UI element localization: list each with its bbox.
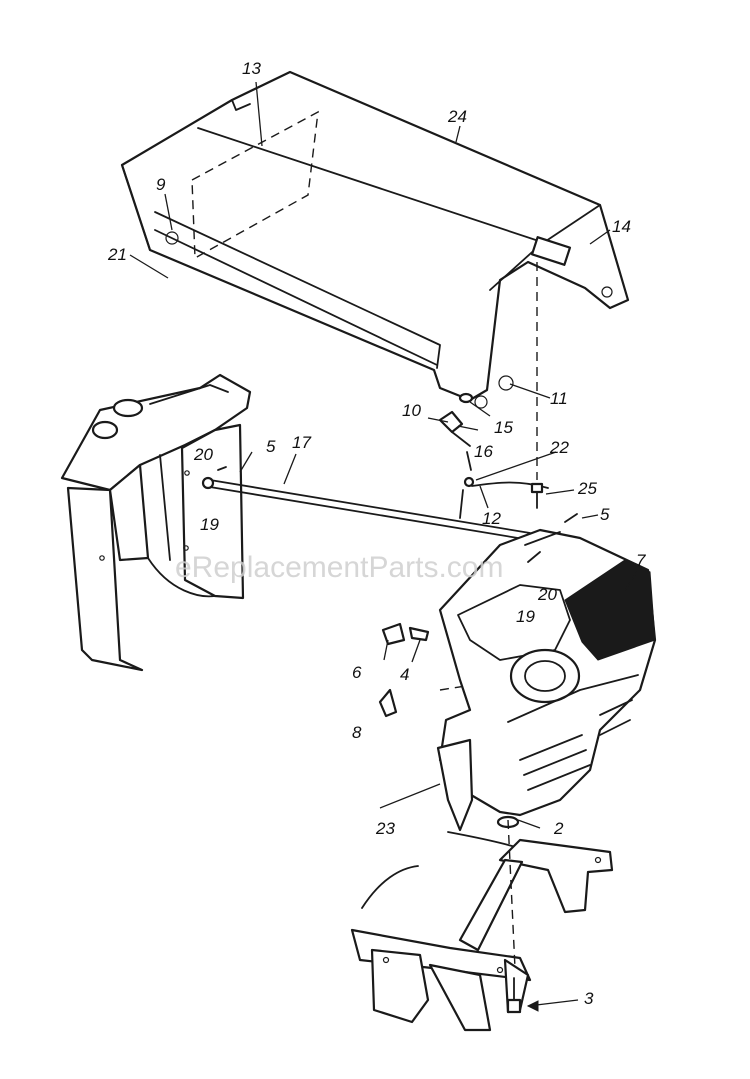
hood-part [120,70,630,409]
callout-14: 14 [612,217,631,236]
callout-20-left: 20 [193,445,213,464]
callout-20-right: 20 [537,585,557,604]
callout-16: 16 [474,442,493,461]
grille-nose-part [436,528,657,832]
callout-19-right: 19 [516,607,535,626]
callout-19-left: 19 [200,515,219,534]
frame-part [350,819,614,1032]
callout-labels: 13 24 9 14 21 11 10 15 16 22 5 17 20 19 … [107,59,646,1008]
callout-15: 15 [494,418,513,437]
support-rod-part [201,466,531,541]
leader-lines [129,81,639,1012]
callout-11: 11 [550,389,568,408]
callout-22: 22 [549,438,569,457]
callout-17: 17 [292,433,311,452]
callout-12: 12 [482,509,501,528]
callout-8: 8 [352,723,362,742]
hardware-parts [378,262,578,718]
callout-10: 10 [402,401,421,420]
callout-3: 3 [584,989,594,1008]
callout-5-left: 5 [266,437,276,456]
callout-2: 2 [553,819,564,838]
watermark-text: eReplacementParts.com [175,551,503,584]
callout-21: 21 [107,245,127,264]
callout-9: 9 [156,175,166,194]
callout-7: 7 [636,551,646,570]
callout-5-right: 5 [600,505,610,524]
callout-6: 6 [352,663,362,682]
callout-25: 25 [577,479,597,498]
callout-13: 13 [242,59,261,78]
left-panel-part [60,373,252,672]
callout-24: 24 [447,107,467,126]
callout-23: 23 [375,819,395,838]
callout-4: 4 [400,665,409,684]
